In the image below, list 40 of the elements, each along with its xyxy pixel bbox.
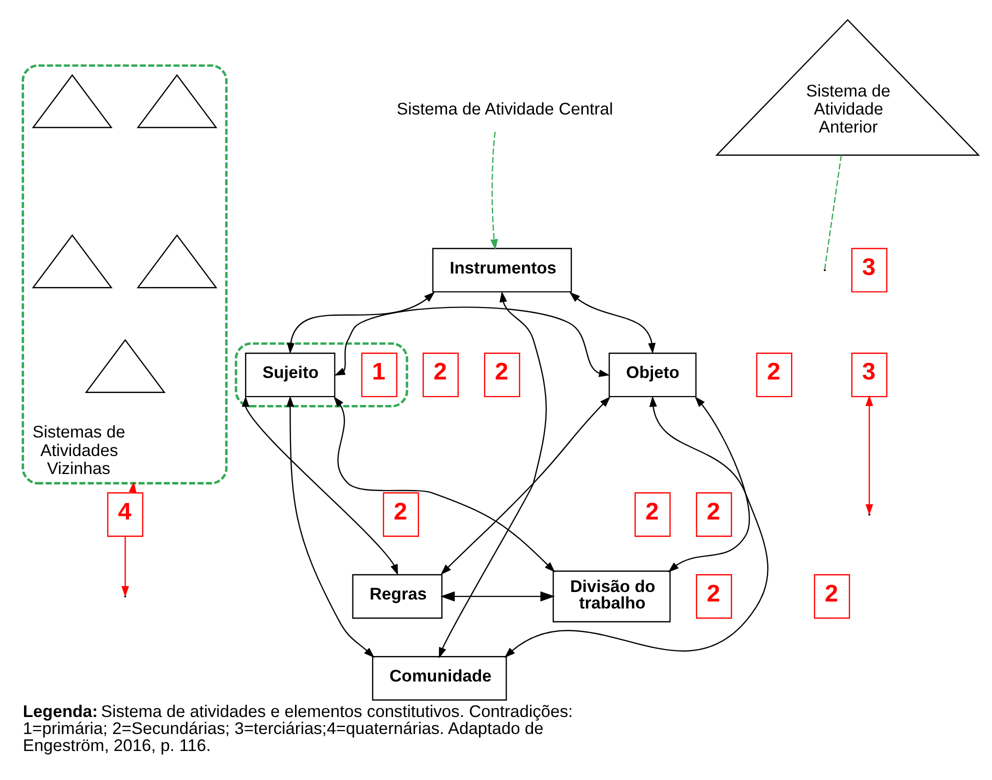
node-box: Divisão do trabalho [552,570,671,622]
arrow [569,292,656,354]
arrow [286,292,435,354]
cluster: Sistemas de Atividades Vizinhas [22,64,228,484]
node-box: Regras [352,574,442,619]
arrow [440,396,611,575]
node-box: 2 [382,492,419,537]
node-triangle [136,74,218,128]
node-text: Sistema de Atividade Central [396,100,614,119]
node-box: 2 [422,352,459,398]
node-box: 3 [851,248,888,292]
arrow [121,536,130,597]
arrow [286,396,375,658]
connector [824,155,842,269]
node-box: 1 [361,352,398,398]
arrow [242,396,398,576]
arrow [504,396,768,658]
node-box: Sujeito [245,352,336,398]
node-box: 2 [484,352,520,398]
node-box: Comunidade [372,656,507,701]
node-triangle [84,338,166,393]
node-triangle [32,74,113,128]
node-box: 3 [851,352,888,398]
node-box: 2 [814,574,850,619]
arrow [490,132,498,250]
arrow [334,396,556,572]
node-box: 2 [634,492,671,537]
arrow [438,291,547,658]
arrow [866,395,874,516]
node-box: Instrumentos [432,248,572,292]
node-triangle [136,234,218,288]
node-box: 2 [756,352,792,398]
node-box: Objeto [608,352,697,398]
node-box: 2 [696,574,732,619]
arrow [440,591,555,602]
node-triangle [32,234,113,288]
arrow [334,306,610,378]
arrow [668,396,750,572]
node-box: 2 [696,492,732,537]
caption: Legenda: Sistema de atividades e elementos constitutivos. Contradições: 1=primária; 2=Secundárias; 3=terciárias;4=quaternárias. Adaptado de Engeström, 2016, p. 116. [22,702,573,755]
